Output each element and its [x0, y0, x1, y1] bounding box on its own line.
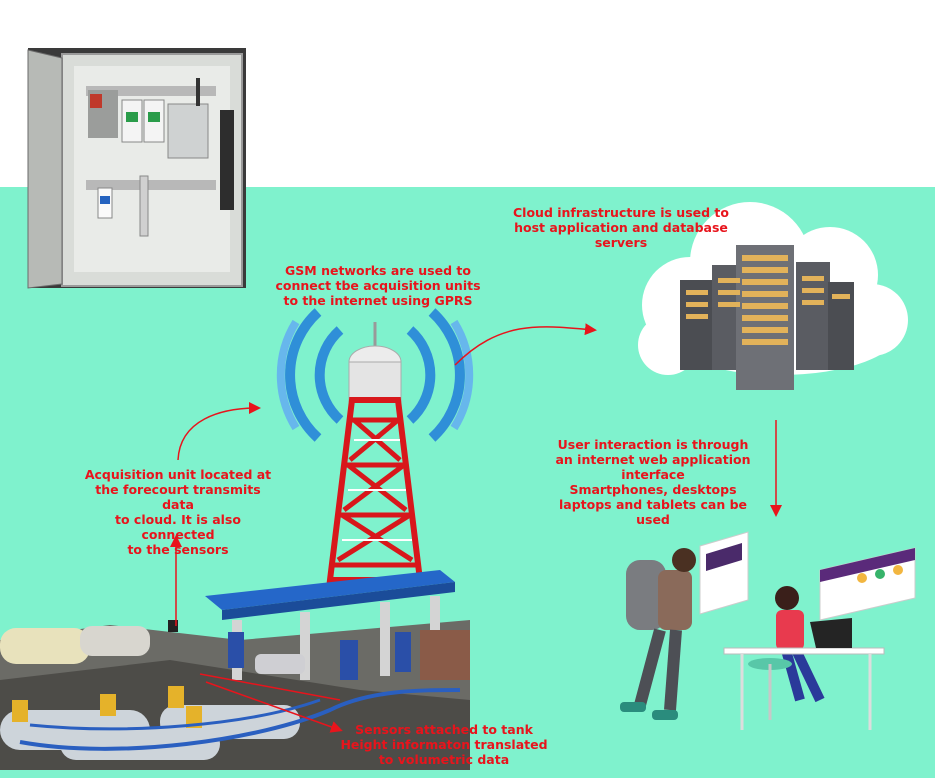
cloud-servers-illustration [638, 202, 908, 390]
users-illustration [620, 531, 916, 730]
acquisition-unit-enclosure [27, 48, 246, 289]
arrow-tower-to-cloud [454, 323, 597, 366]
gsm-caption: GSM networks are used to connect tbe acq… [275, 263, 481, 308]
arrow-unit-to-tower [177, 402, 261, 461]
sensors-caption: Sensors attached to tank Height informat… [340, 722, 548, 767]
user-caption: User interaction is through an internet … [555, 437, 751, 527]
flow-arrows [170, 323, 782, 733]
forecourt-illustration [0, 570, 470, 770]
acquisition-caption: Acquisition unit located at the forecour… [84, 467, 272, 557]
cloud-caption: Cloud infrastructure is used to host app… [513, 205, 729, 250]
arrow-tank-to-sensors-caption [205, 681, 343, 733]
gsm-tower-illustration [276, 308, 474, 583]
